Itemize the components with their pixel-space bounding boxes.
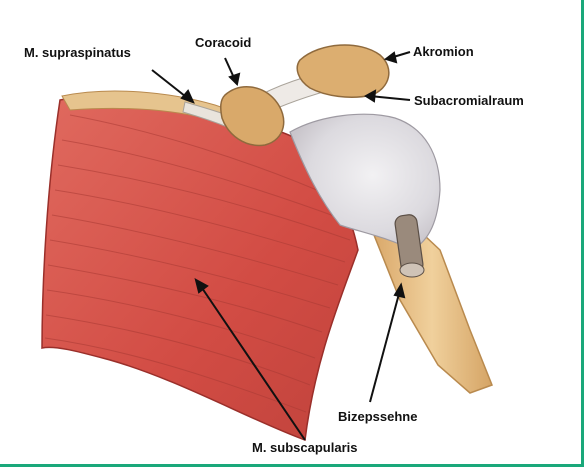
arrow-subacromialraum — [370, 96, 410, 100]
label-bizepssehne: Bizepssehne — [338, 409, 417, 424]
label-akromion: Akromion — [413, 44, 474, 59]
label-coracoid: Coracoid — [195, 35, 251, 50]
label-subscapularis: M. subscapularis — [252, 440, 357, 455]
label-subacromialraum: Subacromialraum — [414, 93, 524, 108]
arrow-bizepssehne — [370, 290, 400, 402]
label-supraspinatus: M. supraspinatus — [24, 45, 131, 60]
biceps-tendon-end — [400, 263, 424, 277]
humerus-bone — [372, 222, 492, 393]
